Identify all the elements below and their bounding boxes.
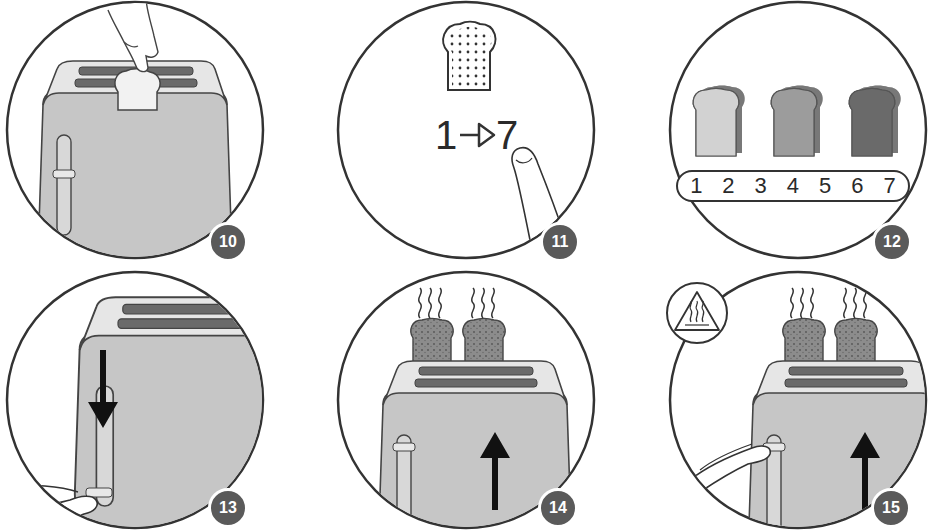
shade-number: 7 xyxy=(496,113,518,158)
callout-text: 15 xyxy=(882,499,900,517)
callout-text: 12 xyxy=(883,233,901,251)
callout-number: 14 xyxy=(538,488,578,528)
callout-text: 13 xyxy=(219,499,237,517)
callout-number: 11 xyxy=(540,222,580,262)
scale-digits: 1 2 3 4 5 6 7 xyxy=(690,173,896,199)
callout-text: 14 xyxy=(549,499,567,517)
shade-scale: 1 2 3 4 5 6 7 xyxy=(676,170,910,202)
callout-number: 13 xyxy=(208,488,248,528)
callout-number: 12 xyxy=(872,222,912,262)
callout-number: 15 xyxy=(871,488,911,528)
shade-number: 1 xyxy=(435,113,457,158)
callout-number: 10 xyxy=(208,222,248,262)
callout-text: 11 xyxy=(552,233,569,251)
callout-text: 10 xyxy=(219,233,237,251)
